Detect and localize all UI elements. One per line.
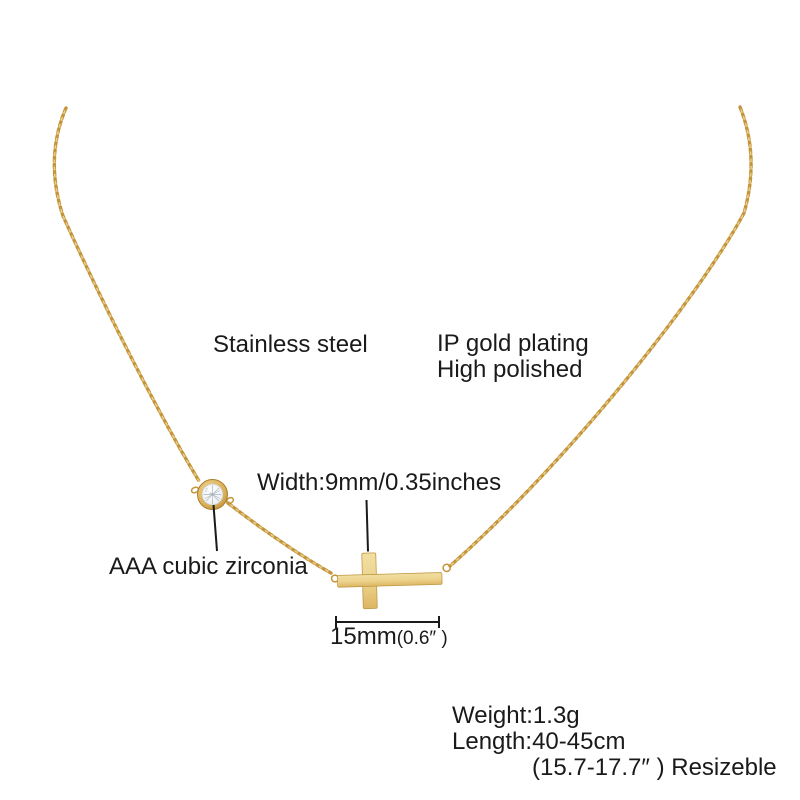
chain-right-strand (448, 105, 753, 568)
cross-length-inches: (0.6″ ) (396, 628, 448, 649)
annotation-lines (212, 499, 440, 628)
plating-line-2: High polished (437, 356, 583, 383)
jump-ring-right (442, 563, 452, 573)
cross-horizontal-bar (336, 572, 443, 588)
zirconia-stone (190, 479, 235, 510)
measurement-bracket (335, 616, 440, 628)
zirconia-pointer-line (212, 504, 218, 552)
cross-length-mm: 15mm (330, 623, 397, 650)
width-pointer-line (365, 499, 369, 552)
chain-left-path (52, 106, 201, 483)
cross-length-label: 15mm(0.6″ ) (330, 624, 448, 652)
chain-link (225, 496, 235, 505)
chain-center-highlight (227, 502, 332, 574)
chain-left-highlight (53, 107, 200, 482)
chain-length-label: Length:40-45cm (452, 728, 626, 755)
resizable-label: (15.7-17.7″ ) Resizeble (532, 754, 777, 781)
material-label: Stainless steel (213, 331, 368, 358)
stone-sparkle (207, 489, 211, 493)
pendant-width-label: Width:9mm/0.35inches (257, 469, 502, 496)
weight-label: Weight:1.3g (452, 702, 580, 729)
chain-center-segment (226, 501, 333, 575)
chain-right-highlight (449, 106, 752, 567)
chain-left-strand (52, 106, 201, 483)
zirconia-label: AAA cubic zirconia (109, 553, 308, 580)
plating-line-1: IP gold plating (437, 330, 589, 357)
stone-facets (203, 485, 222, 504)
plating-label: IP gold plating High polished (437, 331, 589, 383)
cross-pendant (330, 552, 452, 610)
